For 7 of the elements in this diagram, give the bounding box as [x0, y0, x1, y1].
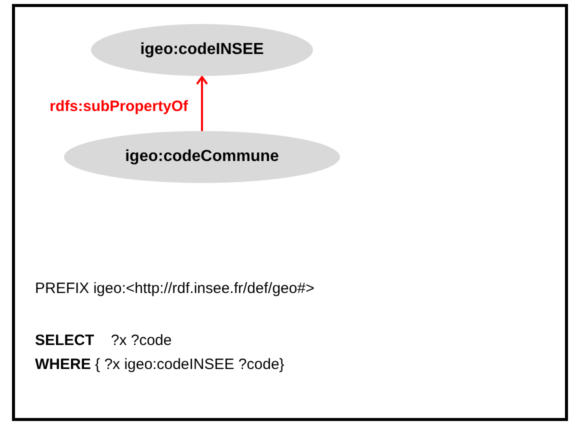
query-line: PREFIX igeo:<http://rdf.insee.fr/def/geo#> — [35, 280, 314, 297]
query-line: SELECT ?x ?code — [35, 332, 172, 349]
query-line: WHERE { ?x igeo:codeINSEE ?code} — [35, 356, 284, 373]
arrow — [196, 76, 208, 131]
edge-label: rdfs:subPropertyOf — [50, 98, 188, 115]
class-ellipse: igeo:codeINSEE — [91, 24, 313, 76]
class-ellipse: igeo:codeCommune — [64, 131, 340, 183]
